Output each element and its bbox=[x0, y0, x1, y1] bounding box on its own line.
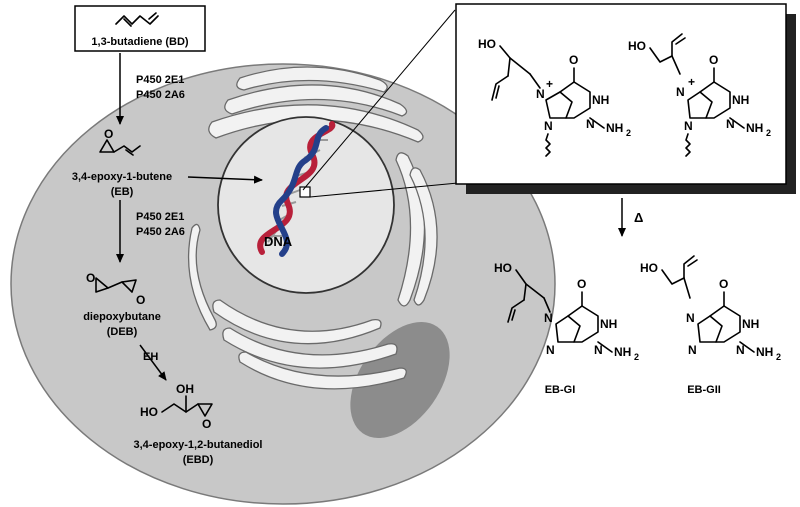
eb-name: 3,4-epoxy-1-butene bbox=[72, 171, 172, 183]
adduct-n7-gi: HO N + O NH N NH 2 N bbox=[478, 37, 631, 157]
enzyme-eh: EH bbox=[143, 351, 158, 363]
svg-text:NH: NH bbox=[756, 345, 773, 359]
svg-text:HO: HO bbox=[478, 37, 496, 51]
svg-text:2: 2 bbox=[766, 128, 771, 138]
product-eb-gii: HO N O NH N NH 2 N bbox=[640, 255, 781, 362]
zoom-marker bbox=[299, 186, 311, 198]
arrow-eb-dna bbox=[187, 175, 263, 184]
er-membranes bbox=[187, 66, 438, 390]
svg-text:N: N bbox=[536, 87, 545, 101]
svg-text:N: N bbox=[736, 343, 745, 357]
enzyme-2a6-a: P450 2A6 bbox=[136, 89, 185, 101]
svg-text:N: N bbox=[676, 85, 685, 99]
deb-abbr: (DEB) bbox=[107, 326, 138, 338]
eb-abbr: (EB) bbox=[111, 186, 134, 198]
svg-text:NH: NH bbox=[732, 93, 749, 107]
svg-text:NH: NH bbox=[746, 121, 763, 135]
svg-text:2: 2 bbox=[626, 128, 631, 138]
eb-structure: O bbox=[99, 127, 141, 156]
svg-text:+: + bbox=[546, 77, 553, 91]
ebd-name: 3,4-epoxy-1,2-butanediol bbox=[134, 439, 263, 451]
enzyme-2e1-b: P450 2E1 bbox=[136, 211, 184, 223]
svg-text:N: N bbox=[594, 343, 603, 357]
enzyme-2e1-a: P450 2E1 bbox=[136, 74, 184, 86]
svg-text:HO: HO bbox=[628, 39, 646, 53]
heat-symbol: Δ bbox=[634, 210, 643, 225]
svg-text:N: N bbox=[546, 343, 555, 357]
svg-text:2: 2 bbox=[634, 352, 639, 362]
svg-text:OH: OH bbox=[176, 382, 194, 396]
svg-text:O: O bbox=[709, 53, 718, 67]
svg-text:NH: NH bbox=[600, 317, 617, 331]
svg-text:N: N bbox=[686, 311, 695, 325]
arrow-deb-ebd bbox=[139, 344, 167, 381]
svg-text:+: + bbox=[688, 75, 695, 89]
svg-text:O: O bbox=[719, 277, 728, 291]
adduct-n7-gii: HO N + O NH N NH 2 N bbox=[628, 33, 771, 157]
label-eb-gii: EB-GII bbox=[687, 384, 721, 396]
svg-text:O: O bbox=[577, 277, 586, 291]
svg-text:O: O bbox=[202, 417, 211, 431]
svg-text:HO: HO bbox=[140, 405, 158, 419]
svg-text:N: N bbox=[544, 311, 553, 325]
bd-box: 1,3-butadiene (BD) bbox=[74, 5, 206, 52]
svg-text:NH: NH bbox=[742, 317, 759, 331]
svg-text:N: N bbox=[726, 117, 735, 131]
zoom-line-bottom bbox=[309, 182, 459, 198]
svg-text:2: 2 bbox=[776, 352, 781, 362]
ebd-structure: HO OH O bbox=[140, 382, 213, 431]
svg-text:N: N bbox=[544, 119, 553, 133]
svg-text:NH: NH bbox=[614, 345, 631, 359]
svg-text:HO: HO bbox=[494, 261, 512, 275]
svg-text:NH: NH bbox=[606, 121, 623, 135]
ebd-abbr: (EBD) bbox=[183, 454, 214, 466]
zoom-line-top bbox=[302, 9, 456, 191]
svg-text:O: O bbox=[569, 53, 578, 67]
nucleus bbox=[217, 116, 395, 294]
bd-label: 1,3-butadiene (BD) bbox=[91, 36, 189, 48]
svg-text:NH: NH bbox=[592, 93, 609, 107]
deb-name: diepoxybutane bbox=[83, 311, 161, 323]
enzyme-2a6-b: P450 2A6 bbox=[136, 226, 185, 238]
svg-text:O: O bbox=[136, 293, 145, 307]
product-eb-gi: HO N O NH N NH 2 N bbox=[494, 261, 639, 362]
svg-text:HO: HO bbox=[640, 261, 658, 275]
dna-helix bbox=[257, 121, 336, 257]
svg-text:O: O bbox=[104, 127, 113, 141]
svg-text:N: N bbox=[684, 119, 693, 133]
label-eb-gi: EB-GI bbox=[545, 384, 576, 396]
svg-text:O: O bbox=[86, 271, 95, 285]
svg-text:N: N bbox=[688, 343, 697, 357]
dna-label: DNA bbox=[264, 234, 293, 249]
adduct-box bbox=[455, 3, 787, 185]
deb-structure: O O bbox=[86, 271, 145, 307]
svg-text:N: N bbox=[586, 117, 595, 131]
